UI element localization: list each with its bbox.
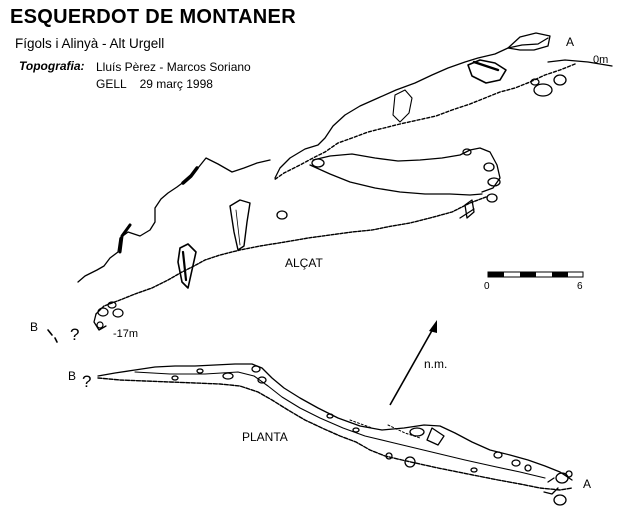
north-arrow [389,320,437,406]
elevation-hanging-block [177,243,197,289]
topography-group-date: GELL 29 març 1998 [96,77,213,91]
elevation-label: ALÇAT [285,256,323,270]
scale-end-label: 6 [577,281,583,292]
elevation-upper-wall [274,37,549,179]
elevation-section [47,32,613,343]
elevation-middle-floor [273,63,576,181]
elevation-column [229,199,251,251]
north-label: n.m. [424,357,448,371]
elevation-entrance-depth: 0m [593,54,609,66]
scale-start-label: 0 [484,281,490,292]
topography-label: Topografia: [19,59,85,73]
elevation-lower-wall [95,196,487,315]
survey-title: ESQUERDOT DE MONTANER [10,6,296,28]
plan-entrance-marker: A [583,477,592,491]
elevation-end-depth: -17m [113,328,139,340]
plan-lower-wall [97,377,573,491]
topography-authors: Lluís Pèrez - Marcos Soriano [96,60,251,74]
elevation-meander-lower [309,164,483,196]
elevation-entrance-marker: A [566,35,575,49]
survey-location: Fígols i Alinyà - Alt Urgell [15,36,165,51]
elevation-meander-upper [312,147,501,193]
plan-end-marker: B [68,369,77,383]
plan-label: PLANTA [242,430,288,444]
elevation-surface-line [547,59,613,67]
elevation-entrance-chamber [507,32,551,51]
elevation-end-marker: B [30,320,39,334]
scale-bar [487,271,584,278]
plan-unknown-marker: ? [82,372,92,391]
plan-inner-band [134,371,546,479]
elevation-unknown-marker: ? [70,325,80,344]
plan-section [97,363,573,506]
elevation-left-wall [77,157,271,283]
